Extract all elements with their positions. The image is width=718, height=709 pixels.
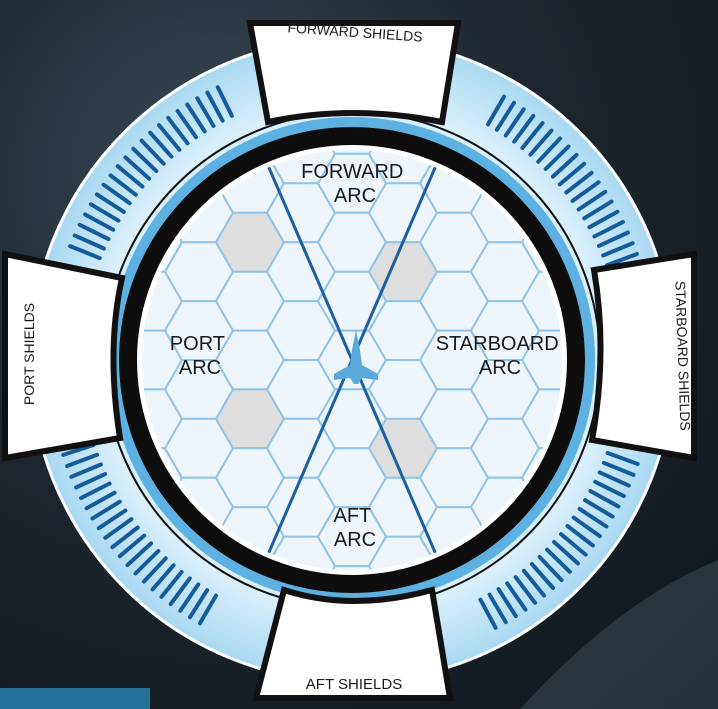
forward-shields-box[interactable]: FORWARD SHIELDS: [250, 19, 458, 122]
hex-cell: [114, 36, 182, 95]
hex-cell: [624, 36, 692, 95]
hex-cell: [573, 66, 641, 125]
port-shields-label: PORT SHIELDS: [21, 303, 37, 405]
hud-corner-panel: [0, 688, 150, 709]
hex-cell: [12, 566, 80, 625]
hex-cell: [12, 36, 80, 95]
hex-cell: [114, 625, 182, 684]
hex-cell: [522, 36, 590, 95]
hex-cell: [12, 625, 80, 684]
port-shields-box[interactable]: PORT SHIELDS: [5, 254, 122, 458]
aft-shields-label: AFT SHIELDS: [306, 676, 402, 693]
hex-cell: [12, 95, 80, 154]
hex-cell: [165, 654, 233, 709]
aft-shields-box[interactable]: AFT SHIELDS: [256, 590, 450, 698]
hex-cell: [63, 596, 131, 655]
hex-cell: [624, 95, 692, 154]
starboard-shields-box[interactable]: STARBOARD SHIELDS: [592, 254, 694, 458]
hex-cell: [63, 66, 131, 125]
